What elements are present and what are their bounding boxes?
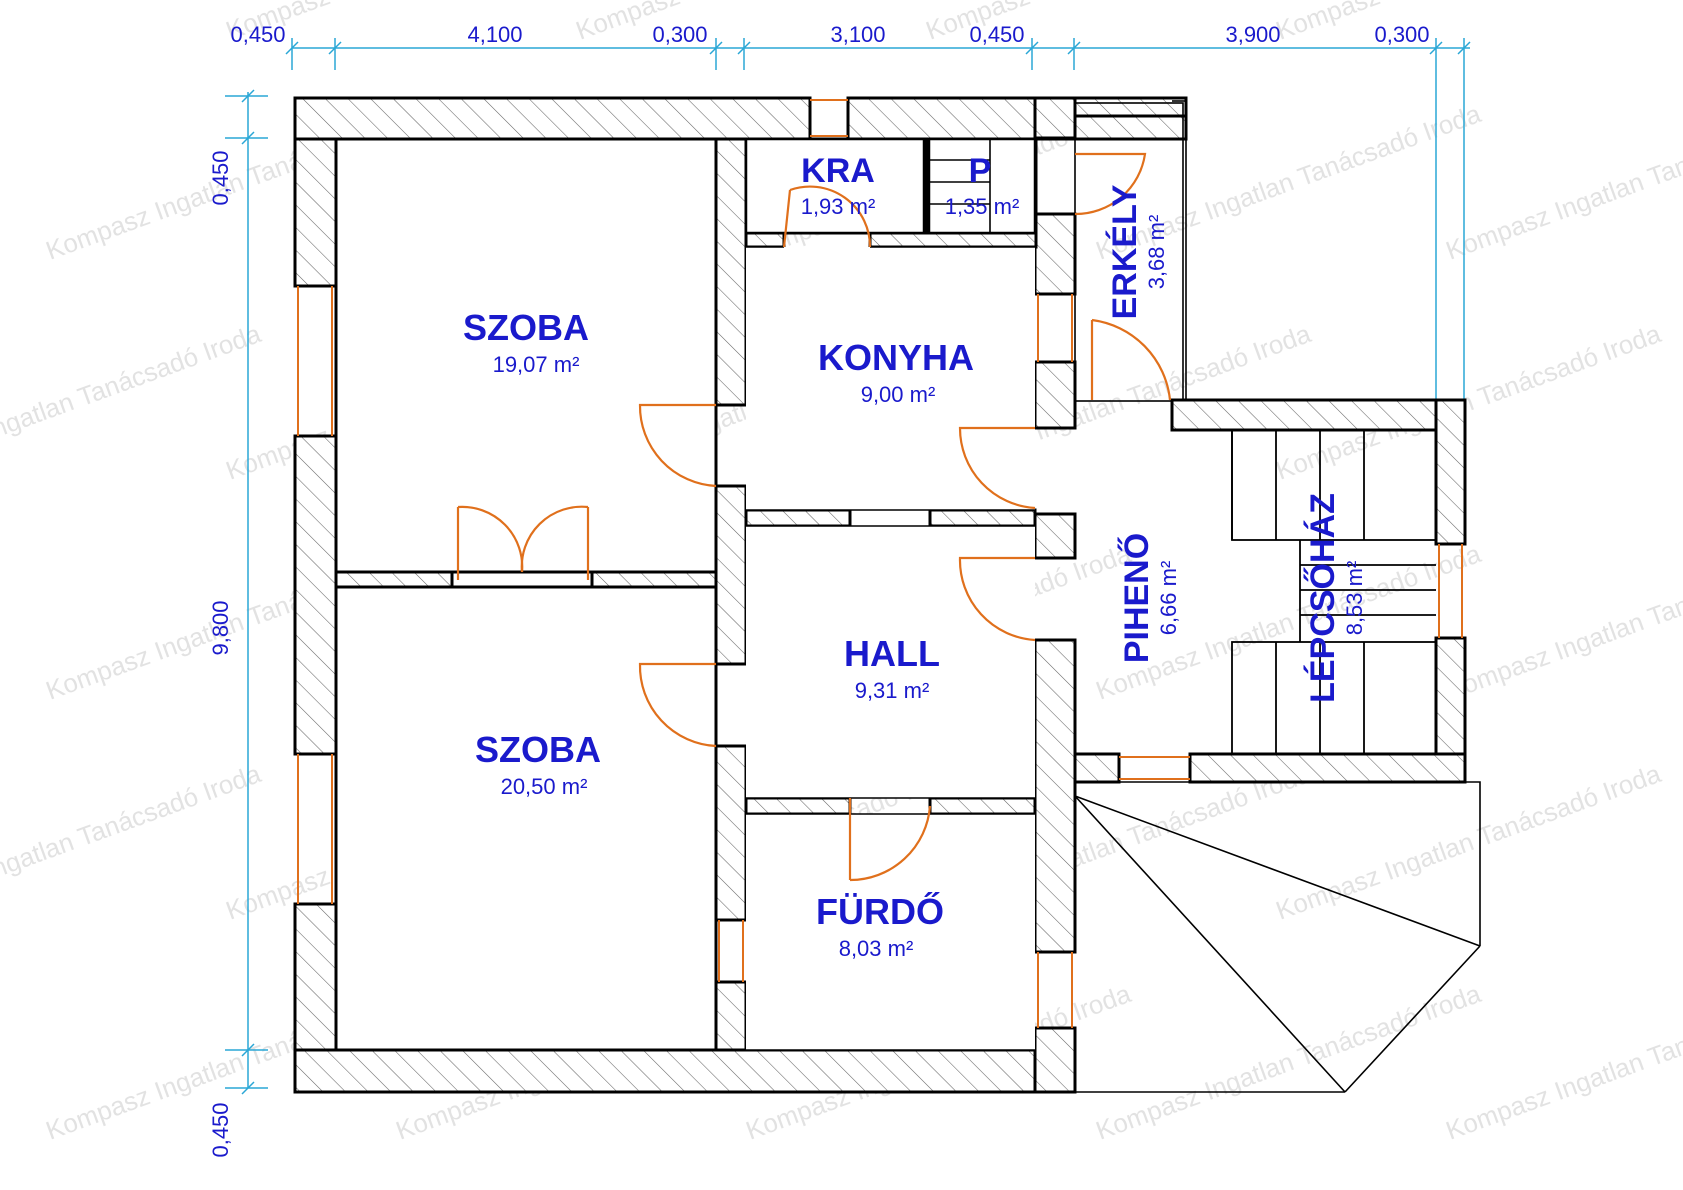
- room-hall-area: 9,31 m²: [855, 678, 930, 703]
- top-dimension-line: [285, 38, 1471, 400]
- walls: [293, 96, 1467, 1094]
- windows: [297, 99, 1463, 1028]
- dim-left-bottom: 0,450: [208, 1102, 233, 1157]
- room-konyha-area: 9,00 m²: [861, 382, 936, 407]
- room-konyha-name: KONYHA: [818, 337, 974, 378]
- room-lepcsohaz-area: 8,53 m²: [1342, 561, 1367, 636]
- room-kra-area: 1,93 m²: [801, 194, 876, 219]
- hall-outline: [746, 246, 1035, 1051]
- dim-top-7: 0,300: [1374, 22, 1429, 47]
- room-furdo-area: 8,03 m²: [839, 936, 914, 961]
- room-erkely-area: 3,68 m²: [1144, 215, 1169, 290]
- left-dimension-line: [225, 89, 268, 1095]
- terrace-outline: [1074, 781, 1481, 1093]
- room-hall-name: HALL: [844, 633, 940, 674]
- kitchen-area: [746, 247, 1035, 510]
- room-lepcsohaz-name: LÉPCSŐHÁZ: [1304, 493, 1342, 703]
- hall-area: [746, 526, 1035, 798]
- room-szoba1-area: 19,07 m²: [493, 352, 580, 377]
- watermark-text: Kompasz Ingatlan Tanácsadó Iroda: [572, 0, 965, 46]
- room-piheno-area: 6,66 m²: [1156, 561, 1181, 636]
- dim-top-5: 0,450: [969, 22, 1024, 47]
- dim-left-total: 9,800: [208, 600, 233, 655]
- room-szoba2-name: SZOBA: [475, 729, 601, 770]
- room-p-name: P: [969, 152, 992, 190]
- room-labels: SZOBA 19,07 m² SZOBA 20,50 m² KRA 1,93 m…: [463, 152, 1367, 961]
- dim-top-1: 0,450: [230, 22, 285, 47]
- room-kra-name: KRA: [801, 152, 875, 190]
- room-furdo-name: FÜRDŐ: [816, 890, 944, 932]
- dim-top-2: 4,100: [467, 22, 522, 47]
- dim-left-top: 0,450: [208, 150, 233, 205]
- room-piheno-name: PIHENŐ: [1118, 533, 1156, 663]
- doors: [456, 152, 1172, 882]
- bath-area: [746, 814, 1035, 1050]
- room-szoba1-name: SZOBA: [463, 307, 589, 348]
- room-szoba2-area: 20,50 m²: [501, 774, 588, 799]
- dim-top-6: 3,900: [1225, 22, 1280, 47]
- balcony-frame: [1172, 100, 1187, 400]
- room-erkely-name: ERKÉLY: [1106, 184, 1144, 319]
- stairwell-stairs: [1231, 429, 1437, 755]
- small-rooms: [744, 137, 1037, 235]
- watermark-text: Kompasz Ingatlan Tanácsadó Iroda: [1272, 0, 1665, 46]
- dim-top-3: 0,300: [652, 22, 707, 47]
- room-p-area: 1,35 m²: [945, 194, 1020, 219]
- dim-top-4: 3,100: [830, 22, 885, 47]
